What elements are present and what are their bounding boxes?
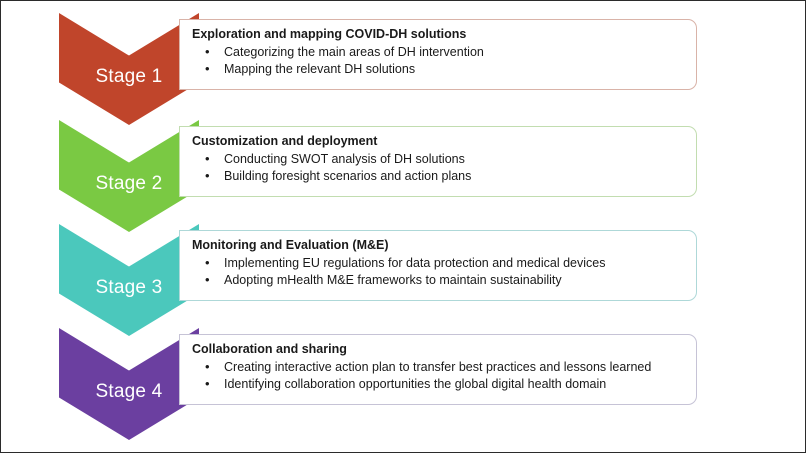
- stage-bullet-item: Conducting SWOT analysis of DH solutions: [190, 150, 686, 168]
- stage-bullets-3: Implementing EU regulations for data pro…: [190, 254, 686, 289]
- stage-bullet-item: Adopting mHealth M&E frameworks to maint…: [190, 271, 686, 289]
- stage-panel-4: Collaboration and sharing Creating inter…: [179, 334, 697, 405]
- stage-row-3: Stage 3 Monitoring and Evaluation (M&E) …: [1, 218, 805, 336]
- stage-bullet-item: Implementing EU regulations for data pro…: [190, 254, 686, 272]
- stage-bullets-2: Conducting SWOT analysis of DH solutions…: [190, 150, 686, 185]
- stage-bullets-1: Categorizing the main areas of DH interv…: [190, 43, 686, 78]
- stage-row-2: Stage 2 Customization and deployment Con…: [1, 114, 805, 232]
- stage-bullet-item: Identifying collaboration opportunities …: [190, 375, 686, 393]
- stage-chevron-4: Stage 4: [59, 328, 199, 440]
- stage-bullet-item: Building foresight scenarios and action …: [190, 167, 686, 185]
- stage-row-1: Stage 1 Exploration and mapping COVID-DH…: [1, 7, 805, 125]
- stage-title-2: Customization and deployment: [192, 134, 378, 148]
- stage-panel-2: Customization and deployment Conducting …: [179, 126, 697, 197]
- chevron-shape-icon-2: [59, 120, 199, 232]
- stage-bullets-4: Creating interactive action plan to tran…: [190, 358, 686, 393]
- stage-panel-1: Exploration and mapping COVID-DH solutio…: [179, 19, 697, 90]
- stage-title-1: Exploration and mapping COVID-DH solutio…: [192, 27, 467, 41]
- chevron-shape-icon-3: [59, 224, 199, 336]
- chevron-shape-icon-1: [59, 13, 199, 125]
- stage-chevron-1: Stage 1: [59, 13, 199, 125]
- stage-title-3: Monitoring and Evaluation (M&E): [192, 238, 389, 252]
- stage-chevron-2: Stage 2: [59, 120, 199, 232]
- stage-row-4: Stage 4 Collaboration and sharing Creati…: [1, 322, 805, 440]
- stage-bullet-item: Mapping the relevant DH solutions: [190, 60, 686, 78]
- stage-bullet-item: Categorizing the main areas of DH interv…: [190, 43, 686, 61]
- chevron-shape-icon-4: [59, 328, 199, 440]
- stage-bullet-item: Creating interactive action plan to tran…: [190, 358, 686, 376]
- stage-title-4: Collaboration and sharing: [192, 342, 347, 356]
- stage-chevron-3: Stage 3: [59, 224, 199, 336]
- stage-panel-3: Monitoring and Evaluation (M&E) Implemen…: [179, 230, 697, 301]
